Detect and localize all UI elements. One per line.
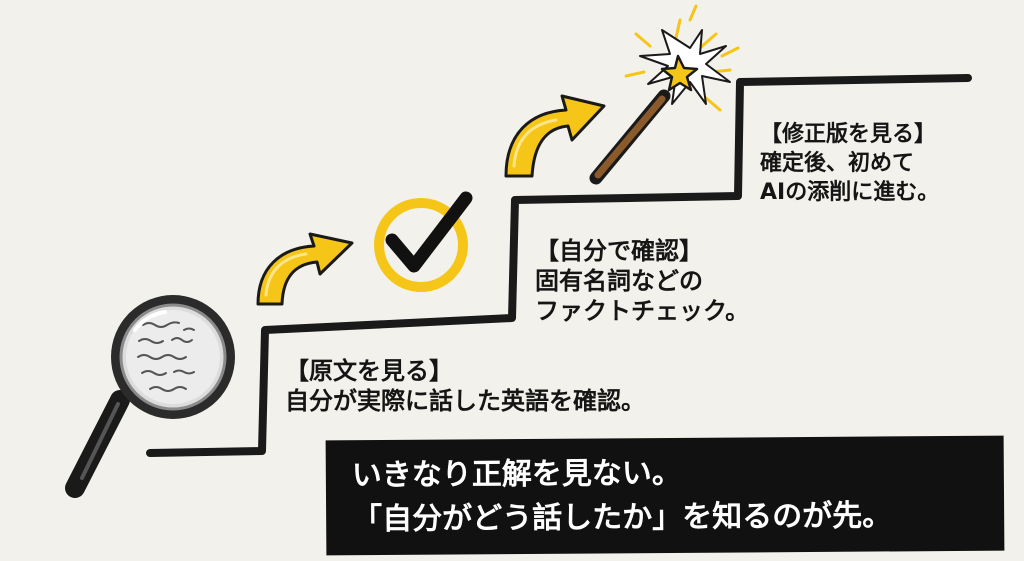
step-description: ファクトチェック。 — [535, 297, 750, 325]
magnifying-glass-icon — [65, 295, 235, 498]
summary-banner: いきなり正解を見ない。 「自分がどう話したか」を知るのが先。 — [325, 435, 1005, 556]
banner-line: 「自分がどう話したか」を知るのが先。 — [352, 498, 893, 538]
checkmark-icon — [374, 191, 473, 292]
step-self-check: 【自分で確認】 固有名詞などの ファクトチェック。 — [535, 236, 749, 326]
staircase-line — [146, 74, 972, 457]
step-revised: 【修正版を見る】 確定後、初めて AIの添削に進む。 — [760, 120, 939, 207]
magic-wand-icon — [589, 4, 740, 185]
step-title: 【自分で確認】 — [535, 237, 703, 265]
step-title: 【修正版を見る】 — [760, 122, 937, 147]
curved-arrow-icon — [256, 232, 354, 306]
step-description: 自分が実際に話した英語を確認。 — [285, 387, 645, 415]
step-title: 【原文を見る】 — [285, 357, 453, 385]
step-original: 【原文を見る】 自分が実際に話した英語を確認。 — [285, 356, 645, 416]
banner-line: いきなり正解を見ない。 — [351, 455, 682, 494]
step-description: 固有名詞などの — [535, 267, 703, 295]
step-description: AIの添削に進む。 — [760, 180, 940, 205]
curved-arrow-icon — [504, 94, 606, 178]
step-description: 確定後、初めて — [760, 151, 915, 176]
